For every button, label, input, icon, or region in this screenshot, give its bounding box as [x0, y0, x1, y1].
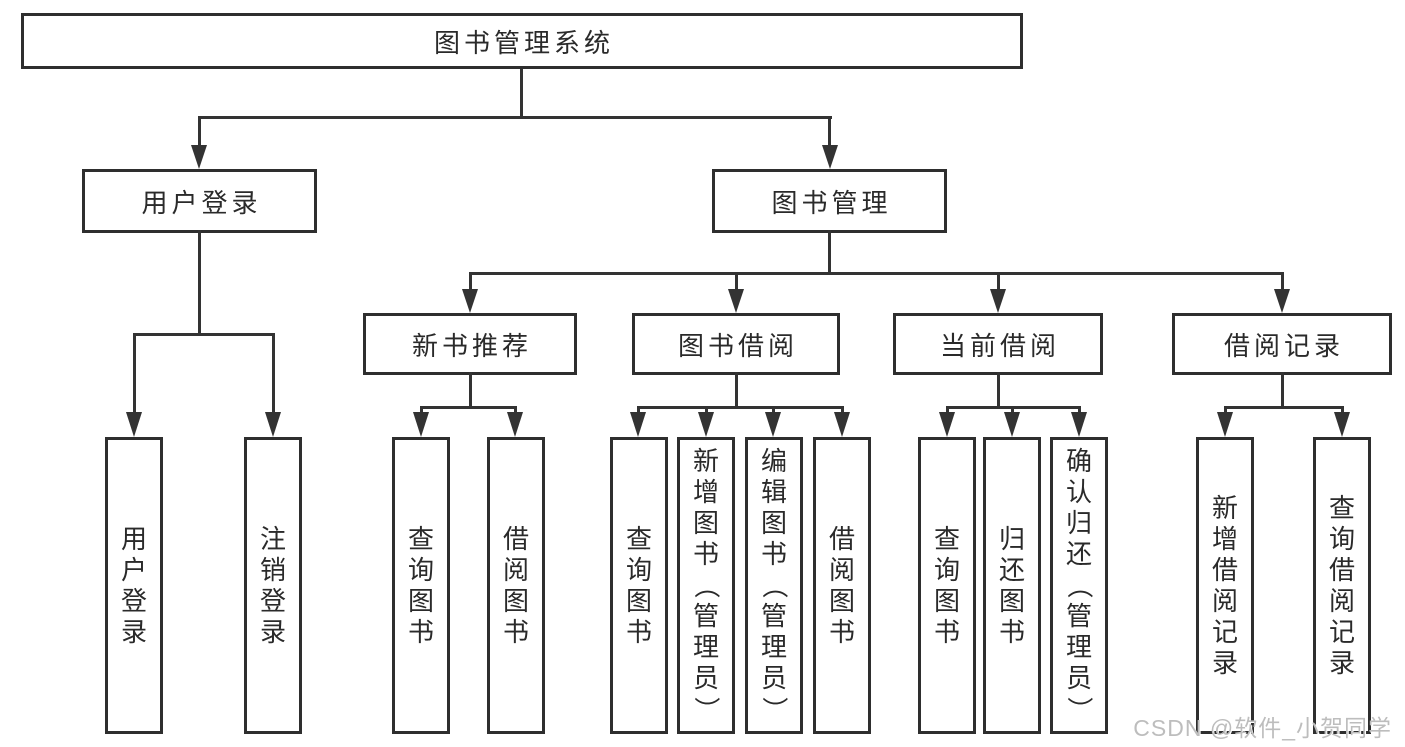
- connector-line: [828, 116, 831, 148]
- arrowhead-down: [413, 412, 429, 437]
- arrowhead-down: [834, 412, 850, 437]
- connector-line: [1281, 272, 1284, 292]
- node-book-management: 图书管理: [712, 169, 947, 233]
- leaf-user-login: 用户登录: [105, 437, 163, 734]
- connector-line: [1224, 406, 1227, 416]
- arrowhead-down: [191, 145, 207, 169]
- leaf-query-books-borrow: 查询图书: [610, 437, 668, 734]
- leaf-query-books-recommend: 查询图书: [392, 437, 450, 734]
- arrowhead-down: [126, 412, 142, 437]
- connector-line: [520, 69, 523, 118]
- leaf-add-book-admin: 新增图书（管理员）: [677, 437, 735, 734]
- connector-line: [946, 406, 949, 416]
- connector-line: [133, 333, 275, 336]
- connector-line: [133, 333, 136, 414]
- node-new-book-recommend: 新书推荐: [363, 313, 577, 375]
- connector-line: [420, 406, 517, 409]
- connector-line: [997, 272, 1000, 292]
- arrowhead-down: [990, 289, 1006, 313]
- arrowhead-down: [822, 145, 838, 169]
- arrowhead-down: [939, 412, 955, 437]
- connector-line: [772, 406, 775, 416]
- connector-line: [272, 333, 275, 414]
- leaf-query-borrow-record: 查询借阅记录: [1313, 437, 1371, 734]
- leaf-borrow-books-recommend: 借阅图书: [487, 437, 545, 734]
- arrowhead-down: [507, 412, 523, 437]
- csdn-watermark: CSDN @软件_小贺同学: [1133, 715, 1392, 741]
- connector-line: [514, 406, 517, 416]
- leaf-return-books: 归还图书: [983, 437, 1041, 734]
- node-book-borrow: 图书借阅: [632, 313, 840, 375]
- connector-line: [469, 272, 472, 292]
- connector-line: [841, 406, 844, 416]
- leaf-add-borrow-record: 新增借阅记录: [1196, 437, 1254, 734]
- arrowhead-down: [630, 412, 646, 437]
- node-borrow-records: 借阅记录: [1172, 313, 1392, 375]
- connector-line: [198, 116, 832, 119]
- leaf-confirm-return-admin: 确认归还（管理员）: [1050, 437, 1108, 734]
- connector-line: [420, 406, 423, 416]
- connector-line: [198, 116, 201, 148]
- connector-line: [705, 406, 708, 416]
- connector-line: [198, 230, 201, 336]
- connector-line: [735, 272, 738, 292]
- node-current-borrow: 当前借阅: [893, 313, 1103, 375]
- connector-line: [1011, 406, 1014, 416]
- connector-line: [997, 372, 1000, 409]
- connector-line: [735, 372, 738, 409]
- leaf-borrow-books: 借阅图书: [813, 437, 871, 734]
- arrowhead-down: [765, 412, 781, 437]
- leaf-edit-book-admin: 编辑图书（管理员）: [745, 437, 803, 734]
- node-library-system: 图书管理系统: [21, 13, 1023, 69]
- connector-line: [1281, 372, 1284, 409]
- node-user-login: 用户登录: [82, 169, 317, 233]
- arrowhead-down: [1217, 412, 1233, 437]
- connector-line: [1341, 406, 1344, 416]
- arrowhead-down: [1004, 412, 1020, 437]
- connector-line: [637, 406, 640, 416]
- connector-line: [1224, 406, 1344, 409]
- connector-line: [828, 230, 831, 275]
- arrowhead-down: [1274, 289, 1290, 313]
- arrowhead-down: [265, 412, 281, 437]
- arrowhead-down: [698, 412, 714, 437]
- leaf-logout: 注销登录: [244, 437, 302, 734]
- connector-line: [637, 406, 843, 409]
- arrowhead-down: [1334, 412, 1350, 437]
- connector-line: [469, 272, 1284, 275]
- connector-line: [1078, 406, 1081, 416]
- arrowhead-down: [1071, 412, 1087, 437]
- arrowhead-down: [728, 289, 744, 313]
- leaf-query-books-current: 查询图书: [918, 437, 976, 734]
- connector-line: [469, 372, 472, 409]
- arrowhead-down: [462, 289, 478, 313]
